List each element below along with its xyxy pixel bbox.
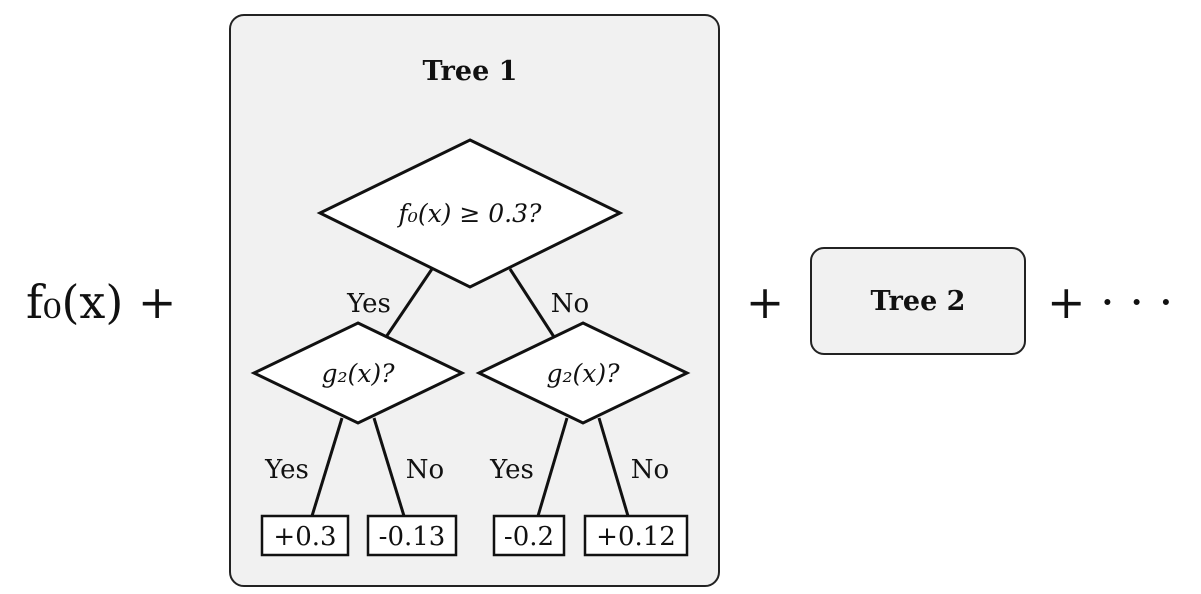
root-no-edge xyxy=(508,268,558,341)
left-yes-label: Yes xyxy=(264,455,309,485)
leaf-box-1 xyxy=(260,514,350,557)
right-yes-label: Yes xyxy=(489,455,534,485)
left-no-label: No xyxy=(406,455,444,485)
tree1-title: Tree 1 xyxy=(423,56,518,87)
root-no-label: No xyxy=(551,289,589,319)
leaf-box-4 xyxy=(583,514,689,557)
root-decision-node xyxy=(316,138,624,289)
prefix-expression: f₀(x) + xyxy=(26,275,176,329)
leaf-value-4: +0.12 xyxy=(596,522,676,552)
tree1-panel-box xyxy=(229,14,720,587)
root-yes-label: Yes xyxy=(346,289,391,319)
plus-sign: + xyxy=(746,275,785,329)
leaf-value-2: -0.13 xyxy=(379,522,446,552)
root-yes-edge xyxy=(382,268,434,341)
right-no-edge xyxy=(597,417,630,517)
tree2-box-rect xyxy=(810,247,1026,355)
leaf-value-1: +0.3 xyxy=(273,522,336,552)
left-condition-label: g₂(x)? xyxy=(321,359,395,388)
right-yes-edge xyxy=(536,417,569,517)
root-condition-label: f₀(x) ≥ 0.3? xyxy=(397,199,542,228)
right-condition-label: g₂(x)? xyxy=(546,359,620,388)
right-no-label: No xyxy=(631,455,669,485)
tree2-title: Tree 2 xyxy=(871,286,966,317)
right-decision-node xyxy=(475,321,691,425)
tree2-box: Tree 2 xyxy=(810,247,1026,355)
left-no-edge xyxy=(372,417,406,517)
left-yes-edge xyxy=(310,417,344,517)
trailing-expression: + · · · xyxy=(1047,275,1173,329)
leaf-box-3 xyxy=(492,514,566,557)
leaf-value-3: -0.2 xyxy=(504,522,554,552)
leaf-box-2 xyxy=(366,514,458,557)
left-decision-node xyxy=(250,321,466,425)
tree1-panel: Tree 1 f₀(x) ≥ 0.3? Yes No g₂(x)? g₂(x)?… xyxy=(229,14,720,587)
